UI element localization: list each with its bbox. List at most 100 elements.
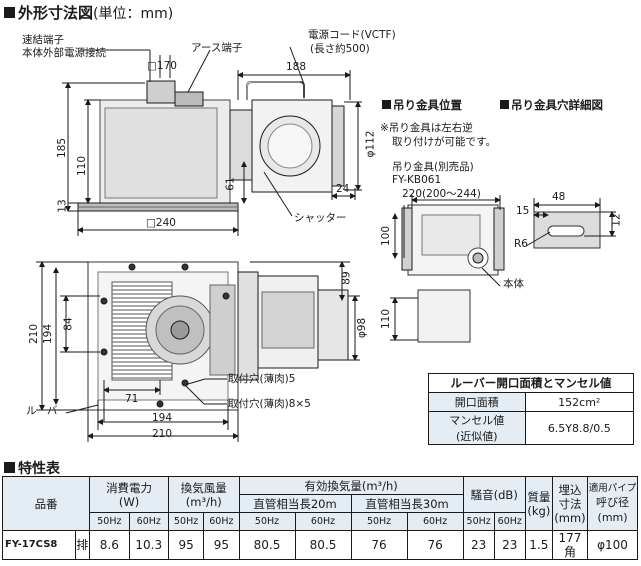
spec-hz-e20-60: 60Hz bbox=[294, 512, 352, 531]
dim-194-vertical: 194 bbox=[42, 323, 55, 345]
dim-194-horizontal: 194 bbox=[152, 412, 173, 424]
hole-dim-12: 12 bbox=[610, 213, 623, 227]
louver-table: ルーバー開口面積とマンセル値 開口面積 152cm² マンセル値 (近似値) 6… bbox=[428, 373, 635, 445]
spec-header-airflow: 換気風量(m³/h) bbox=[167, 476, 240, 513]
dim-185: 185 bbox=[56, 137, 69, 159]
spec-header-effective-text: 有効換気量 bbox=[304, 478, 362, 493]
dim-89: 89 bbox=[340, 271, 353, 285]
label-shutter: シャッター bbox=[294, 212, 347, 224]
dim-188: 188 bbox=[286, 61, 307, 73]
spec-mass: 1.5 bbox=[524, 530, 553, 560]
louver-table-title: ルーバー開口面積とマンセル値 bbox=[428, 373, 634, 393]
bottom-view bbox=[36, 261, 360, 442]
label-hole-5: 取付穴(薄肉)5 bbox=[228, 373, 296, 385]
hole-dim-48: 48 bbox=[552, 191, 566, 203]
spec-header-effective: 有効換気量(m³/h) bbox=[238, 476, 464, 495]
spec-hz-power-50: 50Hz bbox=[89, 512, 130, 531]
dim-24: 24 bbox=[336, 183, 350, 195]
louver-munsell-label: マンセル値 (近似値) bbox=[428, 411, 526, 445]
spec-header-noise-unit: (dB) bbox=[493, 487, 518, 502]
hanger-position-title: 吊り金具位置 bbox=[382, 97, 462, 113]
dim-84: 84 bbox=[62, 317, 75, 331]
spec-hz-air-50: 50Hz bbox=[167, 512, 205, 531]
label-earth: アース端子 bbox=[191, 42, 243, 54]
spec-power-50: 8.6 bbox=[89, 530, 130, 560]
hole-dim-r6: R6 bbox=[514, 238, 528, 250]
spec-model: FY-17CS8 bbox=[2, 530, 76, 560]
spec-hz-e30-60: 60Hz bbox=[406, 512, 464, 531]
spec-header-pipe-2: 呼び径 bbox=[596, 495, 630, 509]
louver-munsell-label-1: マンセル値 bbox=[449, 414, 505, 427]
spec-header-pipe20: 直管相当長20m bbox=[238, 494, 352, 513]
subtitle-square-icon bbox=[382, 100, 391, 109]
spec-hz-air-60: 60Hz bbox=[203, 512, 240, 531]
dim-sq170: □170 bbox=[147, 60, 177, 72]
spec-header-effective-unit: (m³/h) bbox=[361, 478, 398, 493]
spec-noise-60: 23 bbox=[493, 530, 526, 560]
hanger-hole-title: 吊り金具穴詳細図 bbox=[500, 97, 603, 113]
hanger-note-2: 取り付けが可能です。 bbox=[392, 136, 496, 148]
spec-embed: 177角 bbox=[551, 530, 589, 560]
hanger-dim-110: 110 bbox=[380, 308, 393, 330]
spec-header-pipe-1: 適用パイプ bbox=[588, 482, 637, 494]
spec-air-50: 95 bbox=[167, 530, 205, 560]
side-view bbox=[62, 46, 362, 236]
spec-header-embed: 埋込寸法(mm) bbox=[551, 476, 589, 531]
label-hole-8x5: 取付穴(薄肉)8×5 bbox=[228, 398, 311, 410]
spec-hz-power-60: 60Hz bbox=[128, 512, 169, 531]
spec-e30-50: 76 bbox=[350, 530, 408, 560]
dimension-drawing bbox=[36, 46, 616, 442]
dim-sq240: □240 bbox=[146, 217, 176, 229]
label-terminal: 速結端子 bbox=[22, 34, 64, 46]
spec-header-model: 品番 bbox=[1, 476, 91, 531]
dim-13: 13 bbox=[56, 199, 69, 213]
label-louver: ルーバー bbox=[26, 405, 68, 417]
drawing-title-text: 外形寸法図 bbox=[18, 4, 94, 22]
hanger-hole-title-text: 吊り金具穴詳細図 bbox=[511, 98, 603, 112]
drawing-unit: (単位：mm) bbox=[93, 6, 174, 22]
label-terminal-sub: 本体外部電源接続 bbox=[22, 47, 106, 59]
subtitle-square-icon bbox=[500, 100, 509, 109]
dim-phi112: φ112 bbox=[364, 130, 377, 158]
spec-power-60: 10.3 bbox=[128, 530, 169, 560]
spec-table: 品番 消費電力(W) 換気風量(m³/h) 有効換気量(m³/h) 騒音(dB)… bbox=[1, 476, 638, 560]
spec-header-embed-2: 寸法 bbox=[558, 496, 582, 511]
spec-title: 特性表 bbox=[4, 458, 60, 478]
spec-hz-e30-50: 50Hz bbox=[350, 512, 408, 531]
spec-e20-50: 80.5 bbox=[238, 530, 296, 560]
hanger-part-name: 吊り金具(別売品) bbox=[392, 161, 474, 173]
spec-header-mass: 質量(kg) bbox=[524, 476, 553, 531]
spec-header-embed-unit: (mm) bbox=[554, 510, 586, 525]
louver-open-area-label: 開口面積 bbox=[428, 392, 526, 412]
spec-header-airflow-text: 換気風量 bbox=[180, 480, 227, 495]
spec-header-pipe30: 直管相当長30m bbox=[350, 494, 464, 513]
spec-header-power-text: 消費電力 bbox=[106, 480, 153, 495]
hanger-position-view bbox=[390, 195, 505, 343]
title-square-icon bbox=[4, 462, 15, 473]
louver-munsell-value: 6.5Y8.8/0.5 bbox=[524, 411, 635, 445]
spec-pipe: φ100 bbox=[587, 530, 638, 560]
label-cord-length: (長さ約500) bbox=[310, 43, 370, 55]
spec-header-pipe-unit: (mm) bbox=[597, 510, 628, 524]
spec-header-mass-unit: (kg) bbox=[527, 503, 551, 518]
spec-air-60: 95 bbox=[203, 530, 240, 560]
spec-header-mass-text: 質量 bbox=[527, 489, 551, 504]
drawing-title: 外形寸法図(単位：mm) bbox=[4, 2, 173, 23]
spec-e20-60: 80.5 bbox=[294, 530, 352, 560]
hanger-part-number: FY-KB061 bbox=[392, 174, 442, 186]
dim-210-horizontal: 210 bbox=[152, 428, 173, 440]
hanger-dim-100: 100 bbox=[380, 225, 393, 247]
hanger-hole-detail bbox=[525, 198, 616, 249]
dim-71: 71 bbox=[125, 393, 139, 405]
spec-title-text: 特性表 bbox=[18, 461, 60, 477]
table-row: FY-17CS8 排 8.6 10.3 95 95 80.5 80.5 76 7… bbox=[2, 530, 638, 560]
spec-header-noise: 騒音(dB) bbox=[462, 476, 526, 513]
hanger-position-title-text: 吊り金具位置 bbox=[393, 98, 462, 112]
spec-hz-noise-50: 50Hz bbox=[462, 512, 495, 531]
spec-hz-e20-50: 50Hz bbox=[238, 512, 296, 531]
title-square-icon bbox=[4, 7, 15, 18]
hole-dim-15: 15 bbox=[516, 205, 530, 217]
hanger-dim-220: 220(200〜244) bbox=[402, 188, 481, 200]
label-cord: 電源コード(VCTF) bbox=[308, 29, 396, 41]
dim-110: 110 bbox=[76, 155, 89, 177]
